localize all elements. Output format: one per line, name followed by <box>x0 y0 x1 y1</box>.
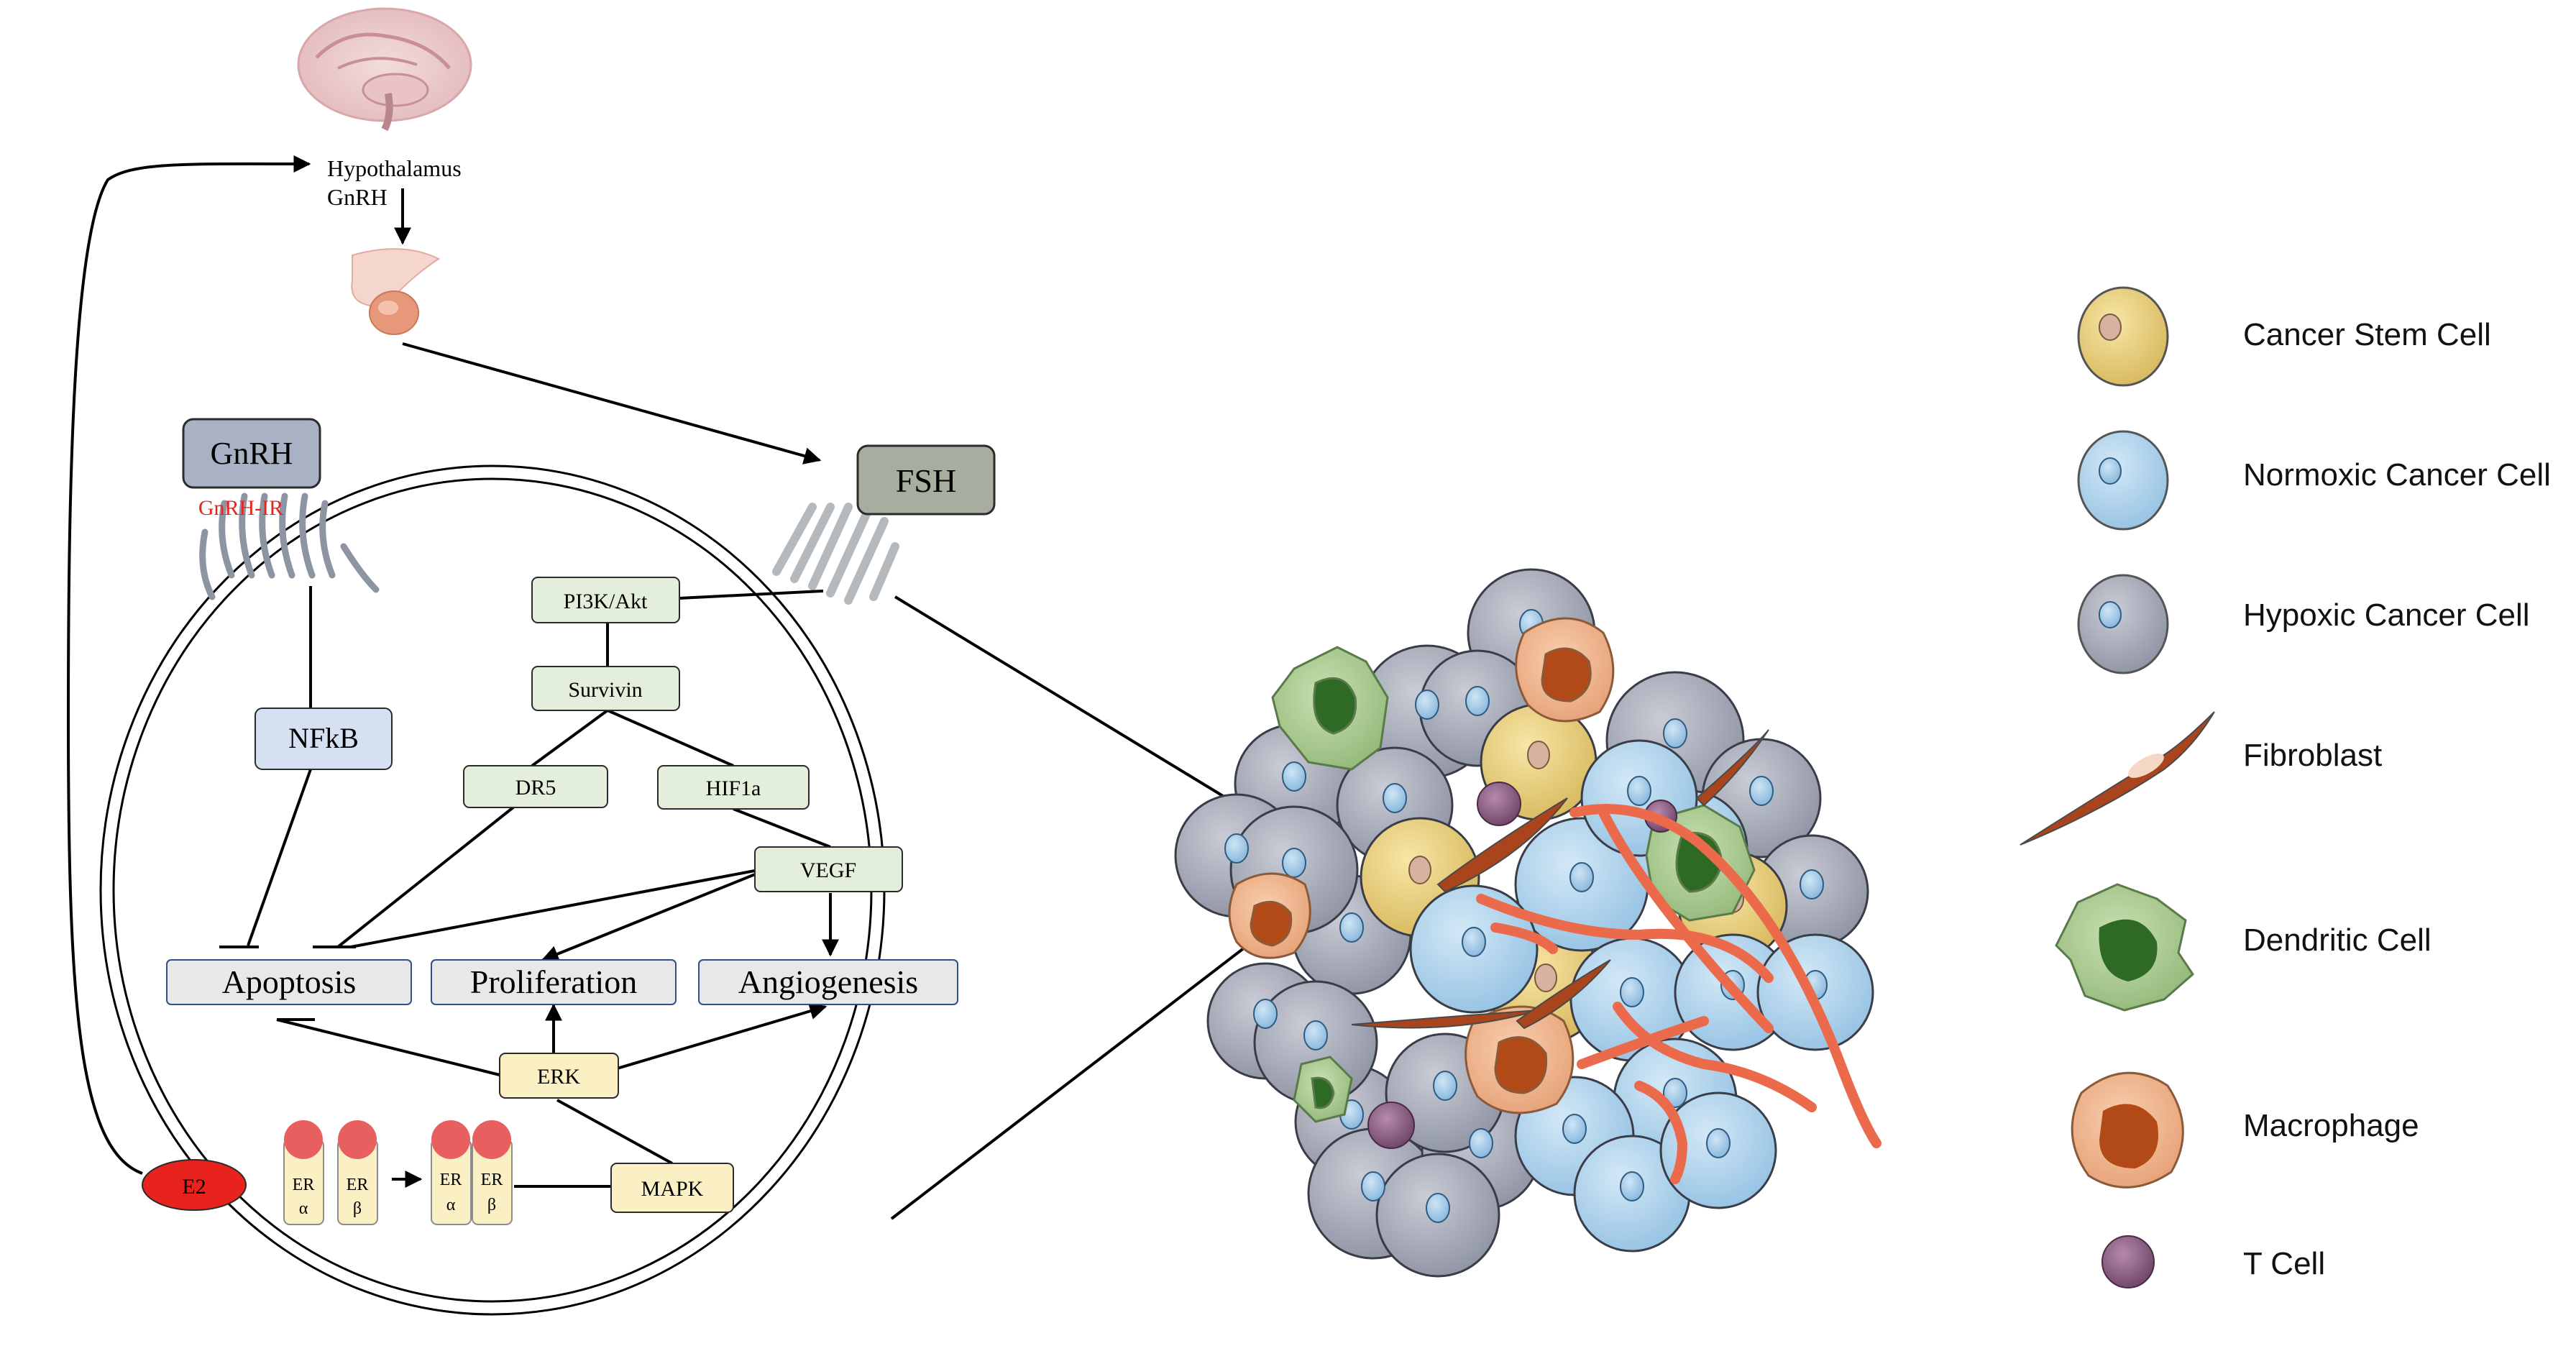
dr5-box <box>463 765 608 808</box>
vegf-label: VEGF <box>800 859 856 882</box>
e2-feedback-arrow <box>66 155 311 1175</box>
pi3k-box <box>531 577 680 623</box>
vegf-box <box>754 846 903 892</box>
survivin-to-dr5-line <box>531 709 609 767</box>
er-alpha-receptor: ER α <box>283 1120 324 1225</box>
erk-to-angiogenesis-arrow <box>607 1002 828 1073</box>
fsh-to-pi3k-line <box>679 590 824 600</box>
hif1a-box <box>657 765 810 810</box>
legend-label-normoxic-cancer-cell: Normoxic Cancer Cell <box>2243 457 2551 493</box>
pi3k-label: PI3K/Akt <box>564 590 648 613</box>
legend-label-macrophage: Macrophage <box>2243 1108 2419 1143</box>
svg-text:ER: ER <box>481 1171 503 1189</box>
nfkb-box <box>255 708 393 770</box>
vegf-to-apoptosis-inhibit-line <box>350 869 759 948</box>
survivin-to-hif1a-line <box>607 709 734 767</box>
er-dimer-receptor: ER α ER β <box>431 1120 513 1225</box>
apoptosis-box <box>166 959 412 1005</box>
brain-icon <box>297 7 472 132</box>
apoptosis-label: Apoptosis <box>222 963 357 1000</box>
hif1a-to-vegf-line <box>733 807 831 848</box>
gnrh-receptor-label: GnRH-IR <box>198 496 283 520</box>
e2-ellipse <box>142 1159 247 1211</box>
legend-hypoxic-cancer-cell: Hypoxic Cancer Cell <box>2077 574 2530 674</box>
gnrh-box <box>182 418 321 489</box>
legend-label-hypoxic-cancer-cell: Hypoxic Cancer Cell <box>2243 598 2530 633</box>
hif1a-label: HIF1a <box>706 777 761 800</box>
angiogenesis-label: Angiogenesis <box>738 963 918 1000</box>
legend-dendritic-cell: Dendritic Cell <box>2055 883 2431 1012</box>
fsh-box <box>856 444 996 516</box>
pituitary-icon <box>351 248 440 335</box>
legend-cancer-stem-cell: Cancer Stem Cell <box>2077 286 2491 387</box>
gnrh-receptor-icon <box>199 493 380 600</box>
dr5-label: DR5 <box>515 776 556 800</box>
erk-label: ERK <box>537 1065 580 1089</box>
erk-to-mapk-line <box>556 1099 673 1165</box>
dr5-to-apoptosis-inhibit-line <box>336 805 515 948</box>
legend-macrophage: Macrophage <box>2071 1071 2419 1189</box>
svg-text:ER: ER <box>440 1171 462 1189</box>
hypothalamus-label: Hypothalamus <box>327 155 462 181</box>
erk-to-apoptosis-line <box>276 1018 500 1076</box>
fsh-receptor-to-tumor-line <box>894 595 1281 832</box>
svg-text:β: β <box>487 1196 496 1214</box>
hypoxic-cancer-cell-icon <box>2077 574 2169 674</box>
tumor-dendritic-cells <box>1271 646 1756 1123</box>
membrane-to-tumor-line <box>890 908 1296 1220</box>
legend-label-cancer-stem-cell: Cancer Stem Cell <box>2243 317 2491 352</box>
fsh-receptor-icon <box>772 503 899 605</box>
nfkb-label: NFkB <box>288 722 359 754</box>
gnrh-top-label: GnRH <box>327 184 388 210</box>
angiogenesis-box <box>698 959 958 1005</box>
svg-text:β: β <box>353 1199 362 1218</box>
survivin-box <box>531 666 680 711</box>
mapk-box <box>610 1163 734 1213</box>
fsh-box-label: FSH <box>896 462 956 499</box>
svg-text:α: α <box>299 1199 308 1218</box>
tumor-blood-vessels <box>1476 804 1881 1184</box>
svg-text:ER: ER <box>347 1176 369 1194</box>
gnrh-box-label: GnRH <box>211 436 293 471</box>
e2-label: E2 <box>182 1175 206 1199</box>
er-beta-receptor: ER β <box>337 1120 378 1225</box>
t-cell-icon <box>2101 1235 2155 1288</box>
tumor-macrophages <box>1228 617 1615 1114</box>
fibroblast-icon <box>2020 711 2215 846</box>
svg-text:ER: ER <box>293 1176 315 1194</box>
mapk-label: MAPK <box>641 1177 704 1201</box>
svg-text:α: α <box>446 1196 456 1214</box>
nfkb-to-apoptosis-inhibit-line <box>247 769 312 946</box>
legend-label-dendritic-cell: Dendritic Cell <box>2243 922 2431 958</box>
legend-label-t-cell: T Cell <box>2243 1246 2325 1281</box>
tumor-fibroblasts <box>1351 729 1769 1030</box>
vegf-to-proliferation-arrow <box>541 869 766 963</box>
erk-box <box>499 1053 619 1099</box>
legend-fibroblast: Fibroblast <box>2020 711 2382 846</box>
proliferation-box <box>431 959 677 1005</box>
legend-label-fibroblast: Fibroblast <box>2243 738 2382 773</box>
normoxic-cancer-cell-icon <box>2077 430 2169 531</box>
cancer-stem-cell-icon <box>2077 286 2169 387</box>
survivin-label: Survivin <box>568 678 642 702</box>
proliferation-label: Proliferation <box>470 963 638 1000</box>
legend-t-cell: T Cell <box>2101 1235 2325 1288</box>
pituitary-to-fsh-arrow <box>402 342 822 464</box>
legend-normoxic-cancer-cell: Normoxic Cancer Cell <box>2077 430 2551 531</box>
